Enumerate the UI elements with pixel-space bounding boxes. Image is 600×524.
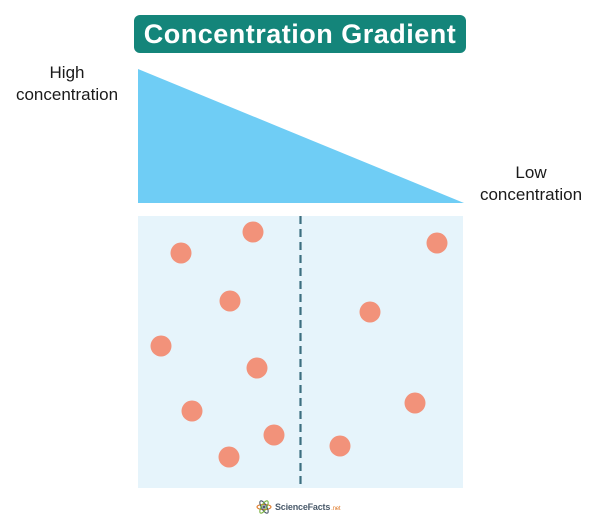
particle [329,435,351,457]
particles-group [150,221,448,468]
logo-text: ScienceFacts.net [275,502,341,512]
particle [263,424,285,446]
sciencefacts-logo: ScienceFacts.net [256,498,341,516]
particle [170,242,192,264]
low-label-line2: concentration [479,185,583,204]
particle [219,290,241,312]
particle [242,221,264,243]
low-label-line1: Low [515,163,547,182]
high-concentration-label: High concentration [0,62,134,106]
particle [246,357,268,379]
particle [426,232,448,254]
diagram-title: Concentration Gradient [134,15,466,53]
particle [181,400,203,422]
gradient-triangle [138,69,464,203]
low-concentration-label: Low concentration [466,162,596,206]
atom-icon [256,500,272,514]
high-label-line1: High [49,63,85,82]
particle [359,301,381,323]
logo-suffix: .net [331,506,341,512]
particle [218,446,240,468]
particle [404,392,426,414]
logo-name: ScienceFacts [275,502,331,512]
high-label-line2: concentration [15,85,119,104]
particle [150,335,172,357]
